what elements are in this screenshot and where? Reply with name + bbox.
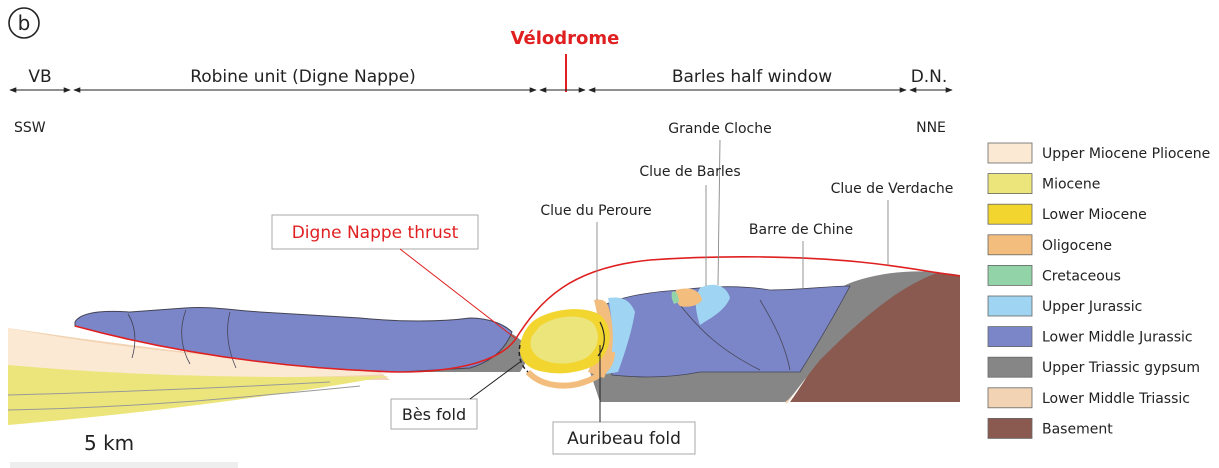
unit-label-robine: Robine unit (Digne Nappe) xyxy=(190,67,416,87)
leader-grande-cloche xyxy=(718,140,720,285)
label-clue-verdache: Clue de Verdache xyxy=(831,181,954,197)
unit-label-dn: D.N. xyxy=(911,67,948,87)
unit-label-barles: Barles half window xyxy=(672,67,832,87)
label-clue-barles: Clue de Barles xyxy=(639,164,740,180)
legend-label: Upper Miocene Pliocene xyxy=(1042,146,1210,162)
legend-label: Upper Triassic gypsum xyxy=(1042,360,1200,376)
scale-bar xyxy=(10,462,238,468)
velodrome-label: Vélodrome xyxy=(511,28,620,49)
thrust-callout-label: Digne Nappe thrust xyxy=(292,223,459,243)
legend-swatch xyxy=(988,296,1032,316)
legend-swatch xyxy=(988,235,1032,255)
legend-swatch xyxy=(988,204,1032,224)
legend-label: Basement xyxy=(1042,421,1113,437)
scale-label: 5 km xyxy=(84,431,134,455)
legend-label: Miocene xyxy=(1042,177,1100,193)
cross-section xyxy=(8,257,960,425)
legend-swatch xyxy=(988,174,1032,194)
label-clue-peroure: Clue du Peroure xyxy=(540,203,651,219)
orientation-right: NNE xyxy=(916,120,946,136)
auribeau-fold-label: Auribeau fold xyxy=(567,429,681,449)
legend-label: Lower Middle Triassic xyxy=(1042,391,1190,407)
legend-swatch xyxy=(988,357,1032,377)
orientation-left: SSW xyxy=(14,120,46,136)
legend-label: Cretaceous xyxy=(1042,268,1121,284)
legend-label: Lower Miocene xyxy=(1042,207,1147,223)
legend-label: Upper Jurassic xyxy=(1042,299,1142,315)
legend-swatch xyxy=(988,418,1032,438)
unit-label-vb: VB xyxy=(28,67,51,87)
legend-swatch xyxy=(988,388,1032,408)
legend-swatch xyxy=(988,265,1032,285)
legend-swatch xyxy=(988,143,1032,163)
panel-letter: b xyxy=(18,11,31,35)
legend-swatch xyxy=(988,327,1032,347)
legend-label: Oligocene xyxy=(1042,238,1112,254)
legend-label: Lower Middle Jurassic xyxy=(1042,330,1193,346)
label-barre-chine: Barre de Chine xyxy=(749,222,853,238)
label-grande-cloche: Grande Cloche xyxy=(668,121,771,137)
bes-fold-label: Bès fold xyxy=(402,405,466,424)
